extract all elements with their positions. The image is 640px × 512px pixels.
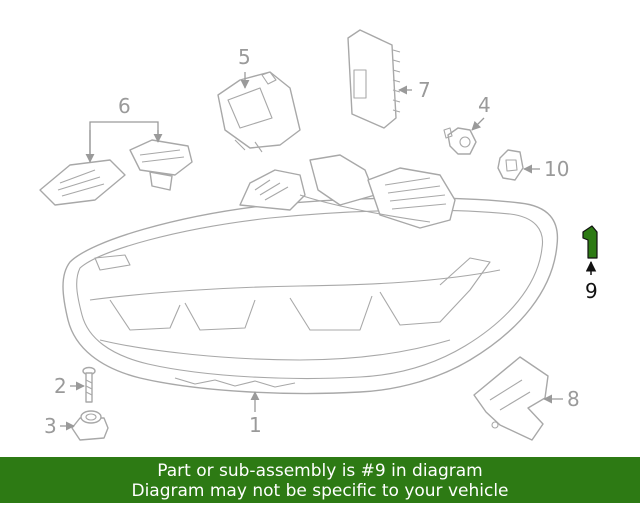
callout-6: 6 — [118, 94, 131, 118]
leader-lines — [60, 72, 597, 431]
grommet-nut — [71, 410, 109, 441]
callout-7: 7 — [418, 78, 431, 102]
callout-10: 10 — [544, 157, 569, 181]
headlight-assembly — [62, 154, 559, 395]
bulb — [443, 127, 477, 155]
parts-diagram: 1 2 3 4 5 6 7 8 9 10 — [39, 29, 598, 441]
callout-9: 9 — [585, 279, 598, 303]
callout-4: 4 — [478, 93, 491, 117]
mounting-bracket — [473, 356, 549, 441]
callout-1: 1 — [249, 413, 262, 437]
bolt — [82, 366, 96, 403]
callout-8: 8 — [567, 387, 580, 411]
control-module — [217, 71, 301, 153]
retaining-clip — [497, 149, 524, 181]
callout-5: 5 — [238, 45, 251, 69]
banner-part-line: Part or sub-assembly is #9 in diagram — [157, 461, 483, 481]
ballast — [347, 29, 401, 129]
callout-3: 3 — [44, 414, 57, 438]
part-info-banner: Part or sub-assembly is #9 in diagram Di… — [0, 457, 640, 503]
banner-disclaimer-line: Diagram may not be specific to your vehi… — [131, 481, 509, 501]
sensor-highlighted — [582, 225, 598, 259]
led-modules — [39, 139, 193, 206]
callout-2: 2 — [54, 374, 67, 398]
